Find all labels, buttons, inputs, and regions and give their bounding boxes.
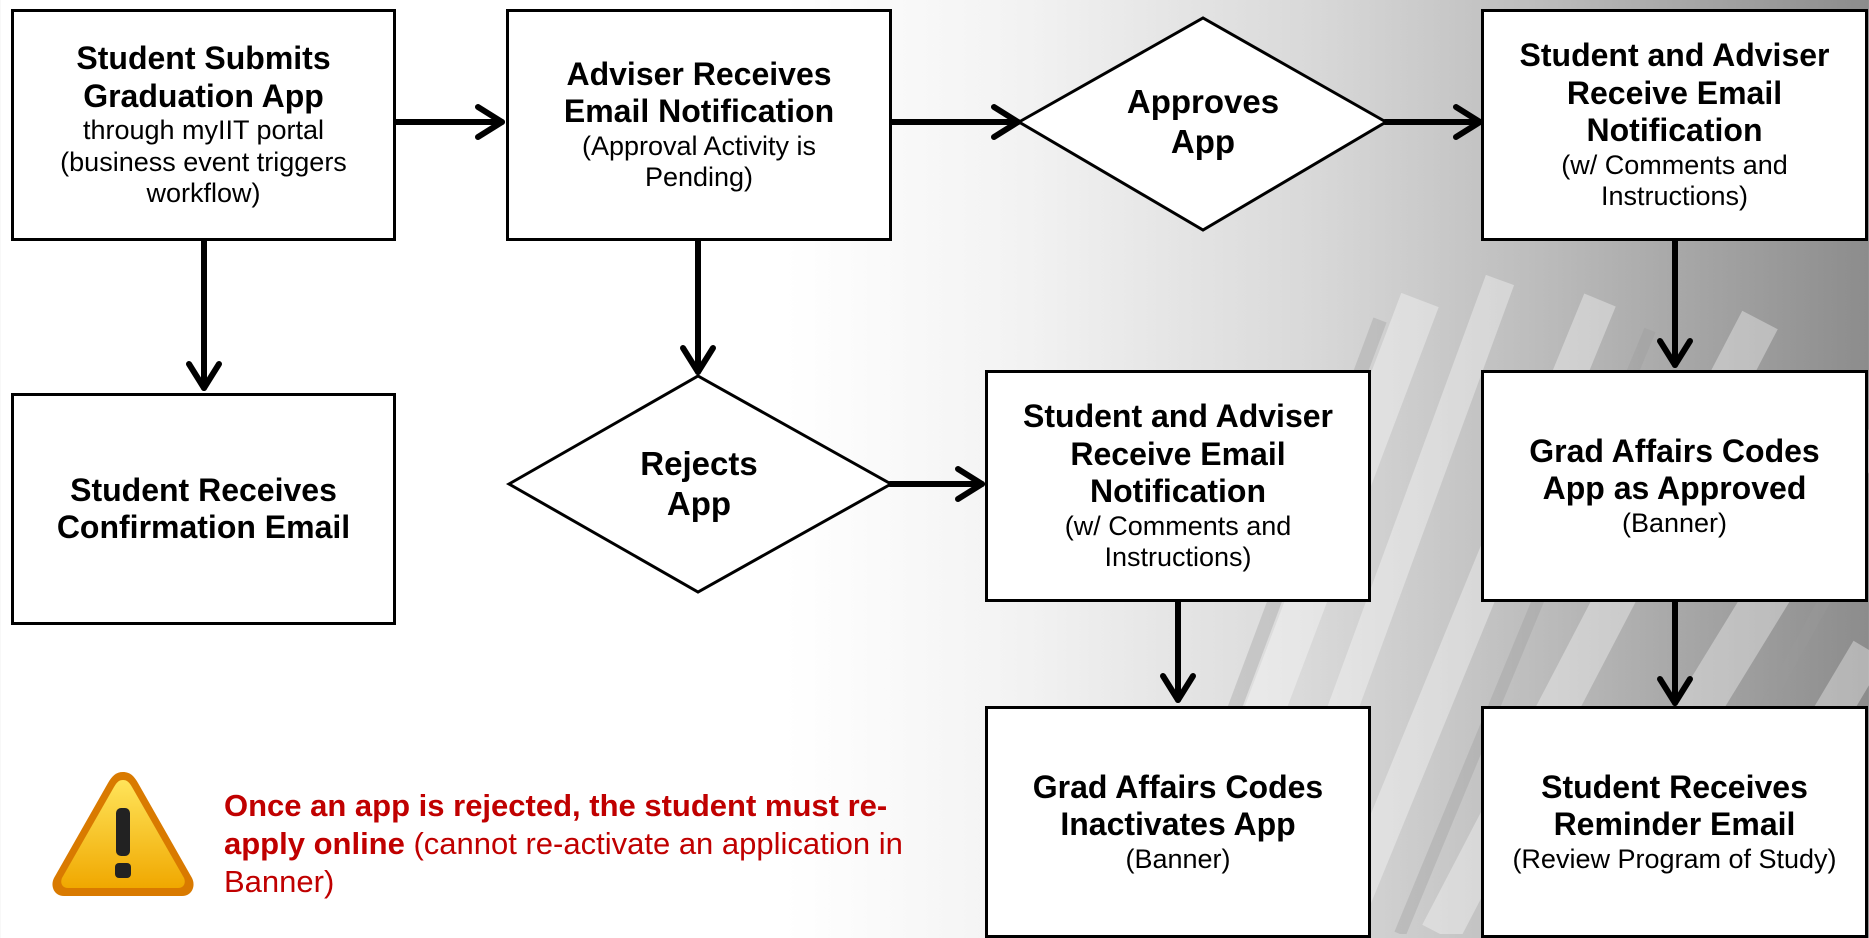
decision-line1: Approves xyxy=(1126,83,1280,121)
box-reminder-email: Student Receives Reminder Email (Review … xyxy=(1481,706,1868,938)
decision-line1: Rejects xyxy=(640,445,758,483)
box-title: Student Receives Reminder Email xyxy=(1541,768,1808,843)
warning-icon xyxy=(52,772,194,896)
decision-approves-label: Approves App xyxy=(1080,72,1326,172)
decision-line2: App xyxy=(666,485,732,522)
box-subtitle: (w/ Comments and Instructions) xyxy=(1561,149,1788,212)
box-title: Student and Adviser Receive Email Notifi… xyxy=(1519,37,1830,149)
box-codes-inactivates: Grad Affairs Codes Inactivates App (Bann… xyxy=(985,706,1371,938)
box-student-submits: Student Submits Graduation App through m… xyxy=(11,9,396,241)
box-subtitle: through myIIT portal (business event tri… xyxy=(60,115,347,209)
box-subtitle: (w/ Comments and Instructions) xyxy=(1064,510,1292,573)
box-notify-approved: Student and Adviser Receive Email Notifi… xyxy=(1481,9,1868,241)
box-subtitle: (Approval Activity is Pending) xyxy=(581,130,817,193)
box-title: Student and Adviser Receive Email Notifi… xyxy=(1023,398,1333,510)
rejection-warning-text: Once an app is rejected, the student mus… xyxy=(224,787,944,901)
box-title: Grad Affairs Codes App as Approved xyxy=(1529,432,1820,507)
box-confirmation-email: Student Receives Confirmation Email xyxy=(11,393,396,625)
box-notify-rejected: Student and Adviser Receive Email Notifi… xyxy=(985,370,1371,602)
box-title: Student Submits Graduation App xyxy=(76,40,331,114)
warning-bold-text: Once an app is rejected, the student mus… xyxy=(224,788,888,862)
box-codes-approved: Grad Affairs Codes App as Approved (Bann… xyxy=(1481,370,1868,602)
box-title: Adviser Receives Email Notification xyxy=(563,55,835,130)
decision-rejects xyxy=(505,374,895,594)
box-subtitle: (Review Program of Study) xyxy=(1512,843,1837,874)
box-title: Grad Affairs Codes Inactivates App xyxy=(1032,768,1324,843)
decision-rejects-label: Rejects App xyxy=(576,434,822,534)
warning-normal-text: (cannot re-activate an application in Ba… xyxy=(224,826,903,900)
decision-approves xyxy=(1015,16,1389,232)
box-subtitle: (Banner) xyxy=(1125,843,1231,874)
box-adviser-notification: Adviser Receives Email Notification (App… xyxy=(506,9,892,241)
decision-line2: App xyxy=(1170,123,1236,160)
box-subtitle: (Banner) xyxy=(1621,507,1728,538)
box-title: Student Receives Confirmation Email xyxy=(56,471,351,545)
